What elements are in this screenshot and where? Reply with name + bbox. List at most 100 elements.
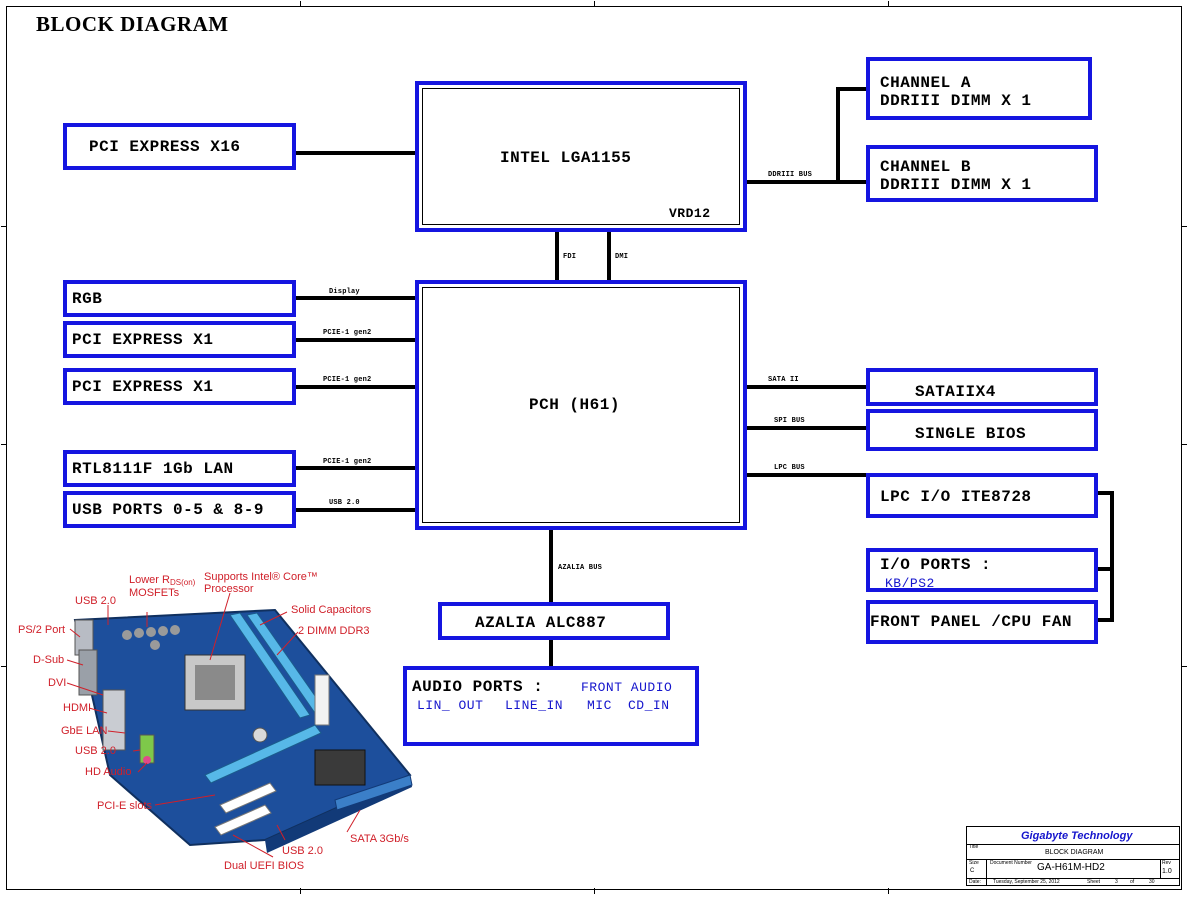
callout-lower-rds-sub: DS(on): [170, 578, 196, 587]
callout-supports: Supports Intel® Core™: [204, 571, 318, 583]
frame-tick: [1, 444, 7, 445]
bios-block: SINGLE BIOS: [866, 409, 1098, 451]
pch-heatsink-shape: [314, 749, 366, 786]
channel-b-block: CHANNEL B DDRIII DIMM X 1: [866, 145, 1098, 202]
callout-dvi: DVI: [48, 677, 66, 689]
callout-dual-bios: Dual UEFI BIOS: [224, 860, 304, 872]
callout-lines: [66, 592, 361, 858]
audio-item-cd-in: CD_IN: [628, 698, 670, 713]
usb-bus-label: USB 2.0: [329, 499, 360, 507]
power-connector-shape: [314, 674, 330, 726]
sata-link: [746, 385, 868, 389]
azalia-block: AZALIA ALC887: [438, 602, 670, 640]
callout-sata3: SATA 3Gb/s: [350, 833, 409, 845]
sata-ports-shape: [334, 774, 413, 811]
cpu-socket-core: [195, 665, 235, 700]
rgb-block: RGB: [63, 280, 296, 317]
front-panel-label: FRONT PANEL /CPU FAN: [870, 613, 1073, 631]
callout-usb-bottom: USB 2.0: [282, 845, 323, 857]
callout-lower-rds: Lower RDS(on): [129, 574, 196, 587]
lpc-io-out: [1096, 491, 1114, 495]
pcie-gen2-label: PCIE-1 gen2: [323, 329, 372, 337]
pcie-x1-a-link: [295, 338, 417, 342]
title-block-docnum: GA-H61M-HD2: [1037, 862, 1105, 873]
lpc-io-label: LPC I/O ITE8728: [880, 488, 1032, 506]
frame-tick: [1181, 226, 1187, 227]
frame-tick: [300, 888, 301, 894]
io-ports-shape: [74, 619, 155, 764]
frame-tick: [1, 666, 7, 667]
pcie-gen2-label: PCIE-1 gen2: [323, 458, 372, 466]
fdi-link: [555, 230, 559, 282]
title-block-rule: [986, 859, 987, 885]
ddr-bus-line: [746, 180, 868, 184]
channel-b-label: CHANNEL B: [880, 158, 971, 176]
pcie-x1-a-block: PCI EXPRESS X1: [63, 321, 296, 358]
title-block-of: 30: [1149, 879, 1155, 885]
pci-slot-shape: [219, 782, 277, 814]
pch-block: PCH (H61): [415, 280, 747, 530]
title-block-rev: 1.0: [1162, 868, 1172, 875]
audio-ports-label: AUDIO PORTS :: [412, 678, 544, 696]
pcie-x1-b-block: PCI EXPRESS X1: [63, 368, 296, 405]
pcie-x16-link: [295, 151, 417, 155]
title-block-title: BLOCK DIAGRAM: [1045, 849, 1104, 856]
pci-slot-shape: [214, 804, 272, 836]
display-label: Display: [329, 288, 360, 296]
ddr-bus-label: DDRIII BUS: [768, 171, 813, 179]
frame-tick: [1181, 444, 1187, 445]
callout-usb-mid: USB 2.0: [75, 745, 116, 757]
callout-mosfets: MOSFETs: [129, 587, 180, 599]
cpu-block: INTEL LGA1155 VRD12: [415, 81, 747, 232]
usb-ports-label: USB PORTS 0-5 & 8-9: [72, 501, 264, 519]
azalia-bus-label: AZALIA BUS: [558, 564, 603, 572]
cmos-battery-shape: [252, 727, 268, 743]
callout-usb-top: USB 2.0: [75, 595, 116, 607]
lpc-io-block: LPC I/O ITE8728: [866, 473, 1098, 518]
azalia-label: AZALIA ALC887: [475, 614, 607, 632]
spi-link: [746, 426, 868, 430]
title-block-rule: [967, 859, 1179, 860]
callout-solid-caps: Solid Capacitors: [291, 604, 372, 616]
front-panel-link: [1096, 618, 1114, 622]
callout-dsub: D-Sub: [33, 654, 64, 666]
display-link: [295, 296, 417, 300]
channel-a-dimm-label: DDRIII DIMM X 1: [880, 92, 1032, 110]
pcie-slot-shape: [204, 724, 322, 784]
pcie-x1-a-label: PCI EXPRESS X1: [72, 331, 214, 349]
channel-a-label: CHANNEL A: [880, 74, 971, 92]
frame-tick: [1181, 666, 1187, 667]
dimm-slot-shape: [229, 612, 311, 719]
callout-dimm: 2 DIMM DDR3: [298, 625, 370, 637]
audio-item-mic: MIC: [587, 698, 612, 713]
pcie-x1-b-label: PCI EXPRESS X1: [72, 378, 214, 396]
callout-lower-rds-main: Lower R: [129, 574, 170, 586]
channel-b-dimm-label: DDRIII DIMM X 1: [880, 176, 1032, 194]
dmi-link: [607, 230, 611, 282]
pcie-x1-b-link: [295, 385, 417, 389]
frame-tick: [888, 1, 889, 7]
pch-inner-border: [422, 287, 740, 523]
title-block-of-label: of: [1130, 879, 1135, 885]
rgb-label: RGB: [72, 290, 103, 308]
io-ports-label: I/O PORTS :: [880, 556, 992, 574]
callout-ps2: PS/2 Port: [18, 624, 65, 636]
title-block-size-label: Size: [969, 860, 979, 866]
callout-gbe: GbE LAN: [61, 725, 108, 737]
frame-tick: [594, 888, 595, 894]
title-block-rule: [967, 878, 1179, 879]
fdi-label: FDI: [563, 253, 577, 261]
callout-labels: USB 2.0 Lower RDS(on) MOSFETs Supports I…: [18, 571, 409, 872]
audio-item-line-in: LINE_IN: [505, 698, 564, 713]
sata-block: SATAIIX4: [866, 368, 1098, 406]
pcie-x16-label: PCI EXPRESS X16: [89, 138, 241, 156]
title-block: Gigabyte Technology Title BLOCK DIAGRAM …: [966, 826, 1180, 886]
page-title: BLOCK DIAGRAM: [36, 12, 229, 36]
audio-ports-block: AUDIO PORTS : FRONT AUDIO LIN_ OUT LINE_…: [403, 666, 699, 746]
cpu-label: INTEL LGA1155: [500, 149, 632, 167]
title-block-sheet-label: Sheet: [1087, 879, 1101, 885]
cpu-inner-border: [422, 88, 740, 225]
title-block-rev-label: Rev: [1162, 860, 1171, 866]
title-block-date-label: Date:: [969, 879, 981, 885]
